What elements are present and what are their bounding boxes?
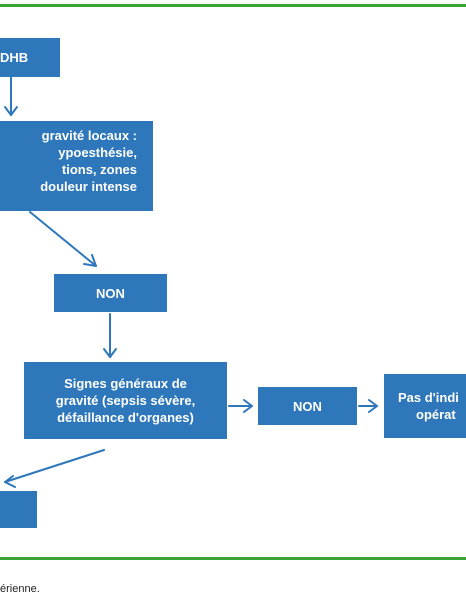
box-no-indication: Pas d'indi opérat — [384, 374, 466, 438]
box-general-line: défaillance d'organes) — [57, 410, 194, 425]
box-general-line: Signes généraux de — [64, 376, 187, 391]
arrow-local-to-non — [29, 211, 97, 267]
arrow-general-to-bottom — [4, 449, 105, 488]
box-dhb: DHB — [0, 38, 60, 77]
box-local-line: gravité locaux : — [41, 128, 137, 143]
arrow-non-to-no-indication — [358, 399, 378, 413]
box-non-2-label: NON — [293, 398, 322, 414]
box-no-indic-line: Pas d'indi — [398, 390, 459, 405]
box-dhb-label: DHB — [0, 50, 29, 65]
box-local-line: tions, zones — [61, 162, 137, 177]
arrow-dhb-to-local — [4, 76, 18, 116]
box-bottom-partial — [0, 491, 37, 528]
box-general-severity-signs: Signes généraux de gravité (sepsis sévèr… — [24, 362, 227, 439]
box-local-line: douleur intense — [40, 179, 137, 194]
figure-caption: érienne. — [0, 583, 40, 595]
box-non-1-label: NON — [96, 285, 125, 301]
bottom-border-line — [0, 557, 466, 560]
arrow-non-to-general — [103, 313, 117, 358]
box-non-2: NON — [258, 387, 357, 425]
box-no-indic-line: opérat — [416, 407, 456, 422]
top-border-line — [0, 4, 466, 7]
box-local-severity-signs: gravité locaux : ypoesthésie, tions, zon… — [0, 121, 153, 211]
box-local-line: ypoesthésie, — [58, 145, 137, 160]
box-general-line: gravité (sepsis sévère, — [55, 393, 196, 408]
box-non-1: NON — [54, 274, 167, 312]
arrow-general-to-non — [228, 399, 253, 413]
